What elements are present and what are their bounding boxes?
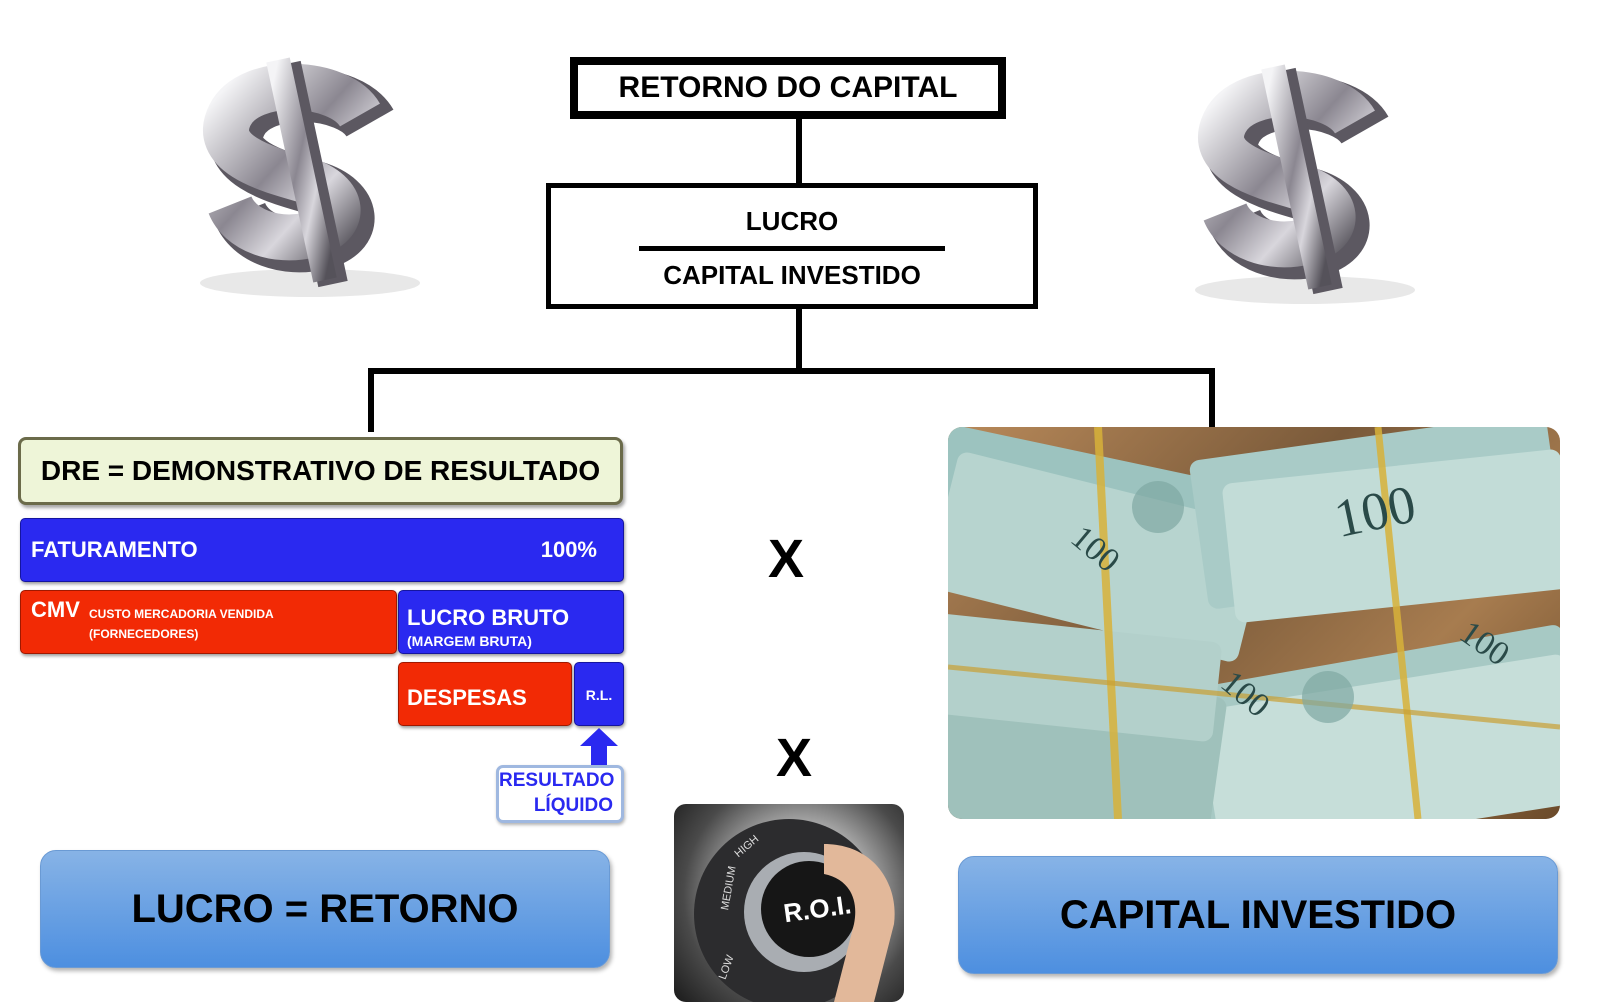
capital-investido-text: CAPITAL INVESTIDO [1059,892,1457,937]
resultado-line1: RESULTADO [499,770,615,791]
fraction-box: LUCRO CAPITAL INVESTIDO [546,183,1038,309]
money-photo: 100 100 100 100 [948,427,1560,819]
retorno-do-capital-box: RETORNO DO CAPITAL [570,57,1006,119]
faturamento-label: FATURAMENTO [31,537,198,562]
multiply-sign: X [768,529,805,589]
roi-dial-illustration: R.O.I. LOW MEDIUM HIGH [694,819,895,1002]
cmv-sub1: CUSTO MERCADORIA VENDIDA [89,607,274,621]
fraction-numerator: LUCRO [745,206,839,236]
lucro-bruto-bar: LUCRO BRUTO (MARGEM BRUTA) [398,590,624,654]
capital-investido-pill: CAPITAL INVESTIDO [958,856,1558,974]
lucro-bruto-label: LUCRO BRUTO [407,605,570,630]
fraction-divider [639,246,945,251]
rl-bar: R.L. [574,662,624,726]
connector-line [796,309,802,371]
rl-label: R.L. [585,687,613,703]
lucro-retorno-text: LUCRO = RETORNO [131,886,519,931]
lucro-bruto-sub: (MARGEM BRUTA) [407,633,532,649]
cmv-sub2: (FORNECEDORES) [89,627,199,641]
lucro-retorno-pill: LUCRO = RETORNO [40,850,610,968]
dre-header: DRE = DEMONSTRATIVO DE RESULTADO [18,437,623,505]
cmv-label: CMV [31,597,80,622]
despesas-bar: DESPESAS [398,662,572,726]
multiply-sign: X [776,728,813,788]
dre-header-text: DRE = DEMONSTRATIVO DE RESULTADO [40,455,601,486]
arrow-up-icon [580,728,618,768]
connector-line [368,368,1215,374]
faturamento-bar: FATURAMENTO 100% [20,518,624,582]
connector-line [1209,368,1215,428]
connector-line [368,368,374,432]
money-bundles-illustration: 100 100 100 100 [948,427,1560,819]
resultado-liquido-box: RESULTADO LÍQUIDO [496,765,624,823]
despesas-label: DESPESAS [407,685,527,710]
resultado-line2: LÍQUIDO [533,795,613,816]
dollar-sign-icon [200,57,420,297]
fraction-denominator: CAPITAL INVESTIDO [663,260,921,290]
roi-dial-photo: R.O.I. LOW MEDIUM HIGH [674,804,904,1002]
retorno-title: RETORNO DO CAPITAL [618,71,958,104]
connector-line [796,119,802,183]
dollar-sign-icon [1195,64,1415,304]
faturamento-value: 100% [540,537,597,562]
cmv-bar: CMV CUSTO MERCADORIA VENDIDA (FORNECEDOR… [20,590,397,654]
